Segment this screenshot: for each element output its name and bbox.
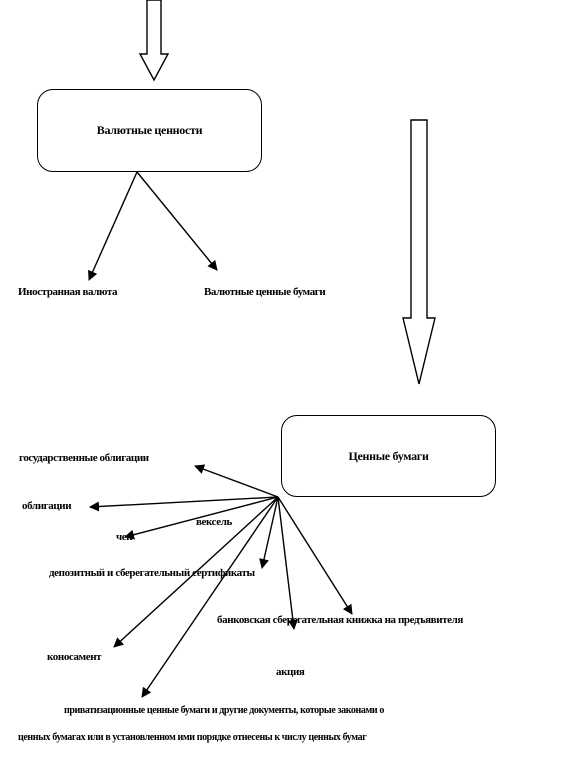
- arrow-to-other: [141, 496, 279, 698]
- label-bonds: облигации: [22, 500, 72, 512]
- label-foreign-currency: Иностранная валюта: [18, 286, 118, 298]
- box-currency-values-label: Валютные ценности: [96, 123, 203, 137]
- fan-arrows: [89, 464, 353, 698]
- arrow-to-savings-book: [277, 496, 353, 615]
- label-deposit-cert: депозитный и сберегательный сертификаты: [49, 567, 255, 579]
- label-currency-securities: Валютные ценные бумаги: [204, 286, 326, 298]
- label-other-line1: приватизационные ценные бумаги и другие …: [64, 705, 384, 716]
- hollow-arrow-top: [138, 0, 170, 82]
- arrow-to-check: [124, 496, 279, 540]
- arrow-to-foreign-currency: [88, 171, 138, 281]
- label-bill-of-lading: коносамент: [47, 651, 102, 663]
- arrow-to-currency-securities: [136, 171, 218, 271]
- arrow-to-bonds: [89, 496, 279, 512]
- label-shares: акция: [276, 666, 305, 678]
- arrow-to-bill-of-lading: [113, 496, 279, 648]
- label-check: чек: [116, 531, 133, 543]
- label-other-line2: ценных бумагах или в установленном ими п…: [18, 732, 367, 743]
- arrow-to-shares: [277, 496, 298, 630]
- box-securities-label: Ценные бумаги: [348, 448, 429, 463]
- box-currency-values: Валютные ценности: [37, 89, 262, 172]
- arrow-to-deposit-cert: [259, 496, 279, 569]
- box-securities: Ценные бумаги: [281, 415, 496, 497]
- arrow-to-gov-bonds: [194, 464, 279, 498]
- hollow-arrow-right: [402, 119, 436, 385]
- label-bill: вексель: [196, 516, 232, 528]
- label-gov-bonds: государственные облигации: [19, 452, 149, 464]
- label-bank-savings-book: банковская сберегательная книжка на пред…: [217, 614, 463, 626]
